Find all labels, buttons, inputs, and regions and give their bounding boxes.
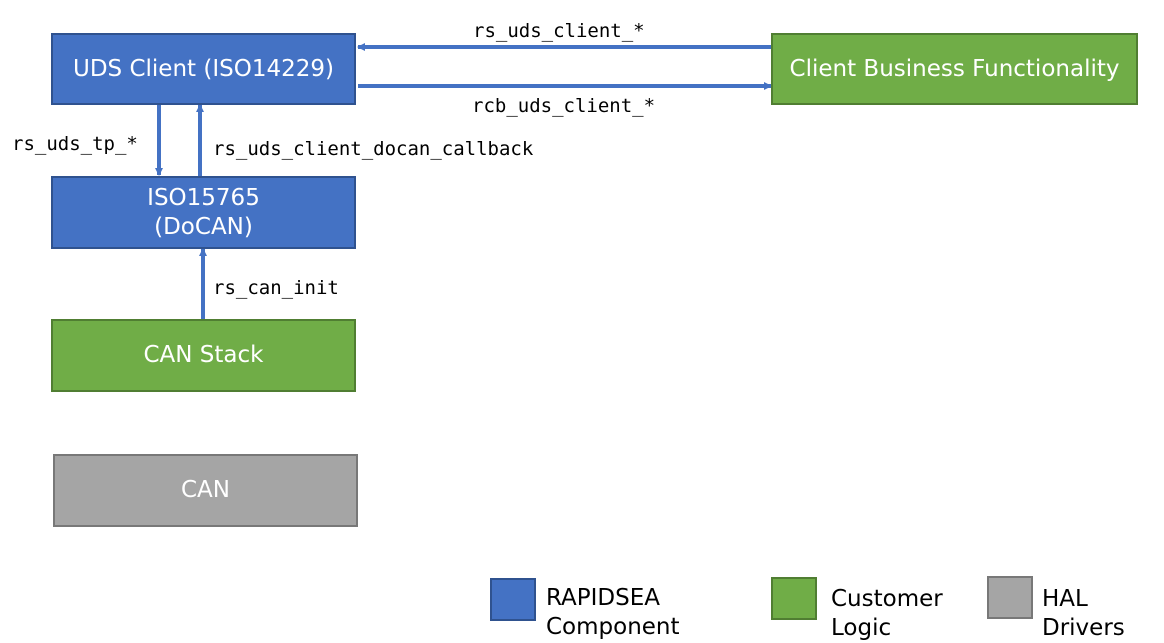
edge-label-docan-callback: rs_uds_client_docan_callback (213, 138, 534, 160)
legend-hal-line1: HAL (1042, 586, 1088, 612)
can-label: CAN (181, 477, 230, 503)
edge-label-rs-uds-client: rs_uds_client_* (473, 20, 645, 42)
legend-hal-line2: Drivers (1042, 615, 1125, 641)
legend-customer-line1: Customer (831, 586, 943, 612)
edge-label-rs-can-init: rs_can_init (213, 277, 339, 299)
can-box: CAN (53, 454, 358, 527)
client-business-label: Client Business Functionality (789, 55, 1120, 82)
iso15765-label-line1: ISO15765 (147, 184, 260, 211)
uds-client-label: UDS Client (ISO14229) (73, 55, 334, 82)
legend-swatch-hal (987, 576, 1033, 619)
client-business-box: Client Business Functionality (771, 33, 1138, 105)
iso15765-box: ISO15765 (DoCAN) (51, 176, 356, 249)
legend-customer-line2: Logic (831, 615, 892, 641)
legend-rapidsea-line1: RAPIDSEA (546, 585, 661, 611)
uds-client-box: UDS Client (ISO14229) (51, 33, 356, 105)
can-stack-box: CAN Stack (51, 319, 356, 392)
legend-label-customer: Customer Logic (831, 585, 943, 643)
legend-label-rapidsea: RAPIDSEA Component (546, 584, 680, 642)
iso15765-label-line2: (DoCAN) (154, 213, 253, 240)
edge-label-rcb-uds-client: rcb_uds_client_* (472, 95, 656, 117)
edge-label-rs-uds-tp: rs_uds_tp_* (12, 133, 138, 155)
legend-label-hal: HAL Drivers (1042, 585, 1125, 643)
legend-swatch-customer (771, 577, 817, 620)
legend-swatch-rapidsea (490, 578, 536, 621)
legend-rapidsea-line2: Component (546, 614, 680, 640)
can-stack-label: CAN Stack (143, 342, 264, 368)
